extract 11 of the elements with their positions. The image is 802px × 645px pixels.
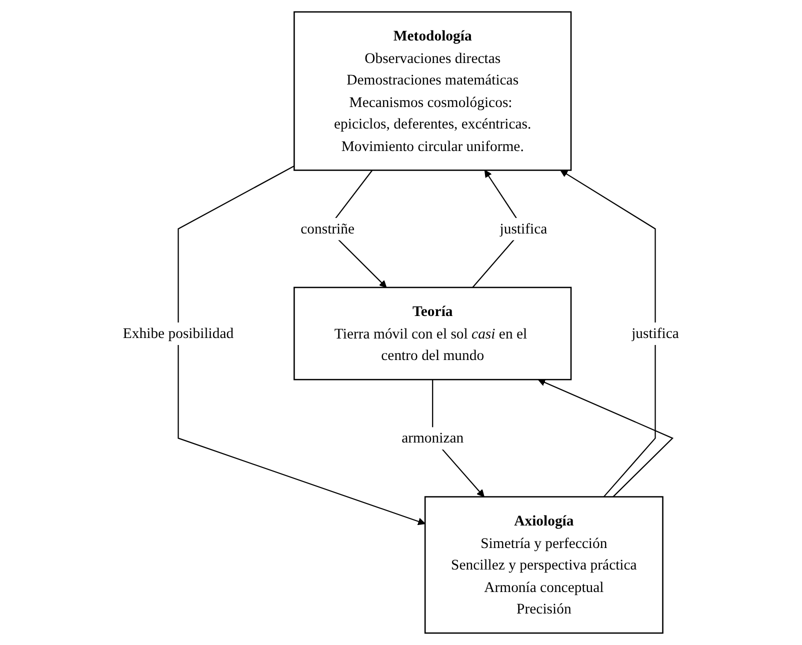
arrow [538,378,674,498]
arrow [560,170,656,498]
edge-label: justifica [500,220,548,237]
node-box: Axiología Simetría y perfección Sencillez y perspectiva práctica Armonía conceptual Precisión [424,496,664,634]
edge-label: justifica [632,325,680,342]
node-box: Metodología Observaciones directas Demostraciones matemáticas Mecanismos cosmológicos: epiciclos, deferentes, excéntricas. Movimiento circular uniforme. [294,11,572,171]
arrow [178,166,426,526]
edge-label: armonizan [402,430,464,446]
edge-label: constriñe [300,220,355,237]
edge-label: Exhibe posibilidad [122,325,234,342]
node-box: Teoría Tierra móvil con el sol casi en el centro del mundo [294,286,572,380]
